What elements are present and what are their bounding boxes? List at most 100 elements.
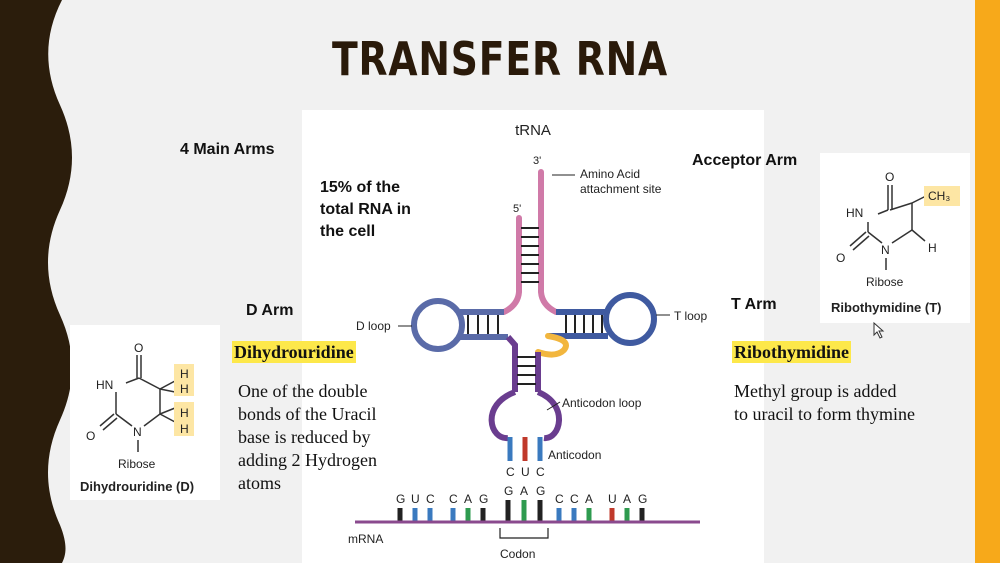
rt-atom-ribose: Ribose: [866, 275, 904, 289]
rt-atom-ch3: CH₃: [928, 189, 950, 203]
t-loop-label: T loop: [674, 309, 707, 323]
rt-atom-o-left: O: [836, 251, 845, 265]
mrna-right-letter-2: C: [570, 492, 579, 506]
mrna-left-letter-4: C: [449, 492, 458, 506]
d-arm-label: D Arm: [246, 302, 294, 319]
rt-atom-h: H: [928, 241, 937, 255]
ribothymidine-heading: Ribothymidine: [732, 341, 852, 363]
d-loop: [411, 298, 465, 352]
d-arm: [411, 298, 508, 352]
mrna-right-letter-6: G: [638, 492, 647, 506]
mrna-left-letter-6: G: [479, 492, 488, 506]
mrna-left-letter-1: G: [396, 492, 405, 506]
t-arm-base-pairs: [565, 315, 603, 333]
dihydrouridine-desc-line-4: adding 2 Hydrogen: [238, 450, 377, 470]
mrna-right-letter-1: C: [555, 492, 564, 506]
acceptor-strand-5prime: [501, 215, 522, 315]
cursor-icon: [873, 321, 885, 339]
du-atom-n: N: [133, 425, 142, 439]
percent-label: 15% of the total RNA in the cell: [320, 177, 411, 243]
dihydrouridine-desc-line-3: base is reduced by: [238, 427, 371, 447]
du-atom-hn: HN: [96, 378, 113, 392]
mrna-right-letter-5: A: [623, 492, 631, 506]
anticodon-bases: [507, 437, 543, 461]
rt-atom-o-top: O: [885, 170, 894, 184]
rt-atom-n: N: [881, 243, 890, 257]
anticodon-label: Anticodon: [548, 448, 601, 462]
t-arm-label: T Arm: [731, 296, 777, 313]
mrna-right-letter-3: A: [585, 492, 593, 506]
mrna-left-letter-2: U: [411, 492, 420, 506]
codon-letter-2: A: [520, 484, 528, 498]
codon-letter-1: G: [504, 484, 513, 498]
du-atom-h-2: H: [180, 382, 189, 396]
rt-atom-hn: HN: [846, 206, 863, 220]
left-decorative-band: [0, 0, 72, 563]
dihydrouridine-atoms: O HN N O H H H H Ribose: [86, 341, 189, 471]
ribothymidine-ch3-highlight: [924, 186, 960, 206]
anticodon-loop: [488, 389, 562, 441]
right-accent-band: [975, 0, 1000, 563]
t-loop: [603, 292, 657, 346]
slide-title: TRANSFER RNA: [331, 32, 669, 86]
trna-diagram-panel: [302, 110, 764, 563]
du-atom-h-4: H: [180, 422, 189, 436]
anticodon-arm: [488, 335, 562, 441]
ribothymidine-structure: [849, 185, 927, 270]
anticodon-letter-3: C: [536, 465, 545, 479]
anticodon-letter-1: C: [506, 465, 515, 479]
acceptor-stem: [501, 169, 559, 315]
du-atom-o-left: O: [86, 429, 95, 443]
percent-line-1: 15% of the: [320, 179, 401, 196]
dihydrouridine-structure: [99, 355, 176, 452]
dihydrouridine-h-highlight-1: [174, 364, 194, 396]
dihydrouridine-heading: Dihydrouridine: [232, 341, 356, 363]
du-atom-h-3: H: [180, 406, 189, 420]
five-prime-label: 5': [513, 203, 521, 215]
ribothymidine-atoms: O HN N O H CH₃ Ribose: [836, 170, 950, 289]
left-band-shape: [0, 0, 72, 563]
du-atom-h-1: H: [180, 367, 189, 381]
diagram-title: tRNA: [515, 122, 551, 139]
three-prime-label: 3': [533, 155, 541, 167]
ribothymidine-description: Methyl group is added to uracil to form …: [734, 380, 915, 426]
anticodon-base-pairs: [517, 356, 536, 385]
anticodon-letter-2: U: [521, 465, 530, 479]
ribothymidine-structure-caption: Ribothymidine (T): [831, 300, 942, 315]
mrna-left-letter-3: C: [426, 492, 435, 506]
percent-line-3: the cell: [320, 223, 376, 240]
dihydrouridine-description: One of the double bonds of the Uracil ba…: [238, 380, 377, 495]
dihydrouridine-desc-line-1: One of the double: [238, 381, 368, 401]
amino-acid-label-1: Amino Acid: [580, 167, 640, 181]
anticodon-loop-label: Anticodon loop: [562, 396, 642, 410]
amino-acid-label-2: attachment site: [580, 182, 662, 196]
acceptor-base-pairs: [521, 227, 539, 283]
dihydrouridine-desc-line-5: atoms: [238, 473, 281, 493]
mrna-left-letter-5: A: [464, 492, 472, 506]
dihydrouridine-structure-card: [70, 325, 220, 500]
anticodon-loop-pointer: [546, 401, 561, 411]
d-arm-base-pairs: [467, 315, 499, 334]
dihydrouridine-h-highlight-2: [174, 402, 194, 436]
codon-label: Codon: [500, 547, 535, 561]
percent-line-2: total RNA in: [320, 201, 411, 218]
mrna-bases: [397, 500, 645, 521]
mrna-label: mRNA: [348, 532, 383, 546]
d-loop-label: D loop: [356, 319, 391, 333]
codon-letter-3: G: [536, 484, 545, 498]
du-atom-ribose: Ribose: [118, 457, 156, 471]
main-arms-label: 4 Main Arms: [180, 141, 275, 158]
dihydrouridine-structure-caption: Dihydrouridine (D): [80, 479, 194, 494]
codon-bracket: [499, 528, 549, 539]
du-atom-o-top: O: [134, 341, 143, 355]
variable-loop: [535, 333, 569, 358]
acceptor-arm-label: Acceptor Arm: [692, 152, 798, 169]
dihydrouridine-desc-line-2: bonds of the Uracil: [238, 404, 377, 424]
ribothymidine-desc-line-2: to uracil to form thymine: [734, 404, 915, 424]
ribothymidine-desc-line-1: Methyl group is added: [734, 381, 897, 401]
ribothymidine-heading-text: Ribothymidine: [732, 341, 852, 363]
ribothymidine-structure-card: [820, 153, 970, 323]
anticodon-stem-left: [505, 335, 518, 392]
dihydrouridine-heading-text: Dihydrouridine: [232, 341, 356, 363]
